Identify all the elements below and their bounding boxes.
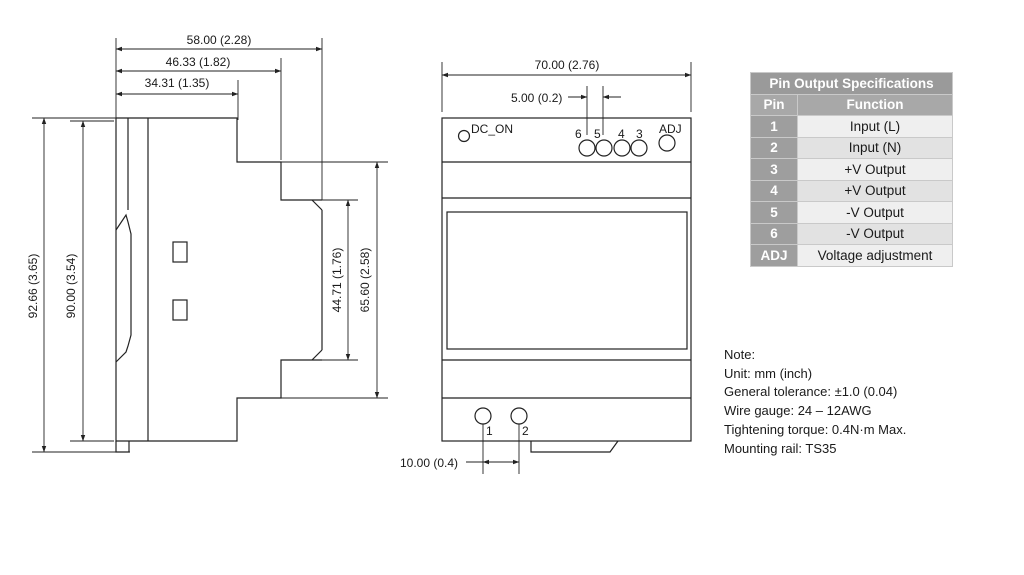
pin-output-table: Pin Output Specifications Pin Function 1… xyxy=(750,72,953,267)
function-cell: Input (L) xyxy=(797,115,953,138)
table-row: 3 +V Output xyxy=(750,158,953,181)
col-header-function: Function xyxy=(797,93,953,116)
side-view: 58.00 (2.28) 46.33 (1.82) 34.31 (1.35) 9… xyxy=(26,33,388,453)
table-row: 2 Input (N) xyxy=(750,136,953,159)
pin-cell: 5 xyxy=(750,201,798,224)
table-row: ADJ Voltage adjustment xyxy=(750,244,953,267)
pin-cell: 1 xyxy=(750,115,798,138)
table-row: 6 -V Output xyxy=(750,222,953,245)
notes-block: Note: Unit: mm (inch) General tolerance:… xyxy=(724,346,906,458)
note-line: General tolerance: ±1.0 (0.04) xyxy=(724,384,898,400)
dim-92: 92.66 (3.65) xyxy=(26,254,40,319)
dim-5: 5.00 (0.2) xyxy=(511,91,562,105)
table-title: Pin Output Specifications xyxy=(750,72,953,95)
pin-label-2: 2 xyxy=(522,424,529,438)
pin-label-5: 5 xyxy=(594,127,601,141)
function-cell: +V Output xyxy=(797,179,953,202)
function-cell: +V Output xyxy=(797,158,953,181)
pin-label-3: 3 xyxy=(636,127,643,141)
pin-cell: 2 xyxy=(750,136,798,159)
note-heading: Note: xyxy=(724,347,756,362)
pin-cell: ADJ xyxy=(750,244,798,267)
pin-label-6: 6 xyxy=(575,127,582,141)
pin-cell: 4 xyxy=(750,179,798,202)
table-row: 4 +V Output xyxy=(750,179,953,202)
dim-65: 65.60 (2.58) xyxy=(358,248,372,313)
function-cell: Voltage adjustment xyxy=(797,244,953,267)
table-row: 5 -V Output xyxy=(750,201,953,224)
front-view: 70.00 (2.76) 5.00 (0.2) DC_ON 6 5 4 3 AD… xyxy=(400,58,692,474)
note-line: Tightening torque: 0.4N·m Max. xyxy=(724,421,907,437)
dim-34: 34.31 (1.35) xyxy=(145,76,210,90)
dim-10: 10.00 (0.4) xyxy=(400,456,458,470)
note-line: Mounting rail: TS35 xyxy=(724,440,837,456)
note-line: Unit: mm (inch) xyxy=(724,365,813,381)
function-cell: -V Output xyxy=(797,222,953,245)
dim-70: 70.00 (2.76) xyxy=(535,58,600,72)
dc-on-label: DC_ON xyxy=(471,122,513,136)
pin-label-4: 4 xyxy=(618,127,625,141)
pin-cell: 3 xyxy=(750,158,798,181)
function-cell: -V Output xyxy=(797,201,953,224)
pin-cell: 6 xyxy=(750,222,798,245)
dim-46: 46.33 (1.82) xyxy=(166,55,231,69)
dim-90: 90.00 (3.54) xyxy=(64,254,78,319)
pin-label-1: 1 xyxy=(486,424,493,438)
note-line: Wire gauge: 24 – 12AWG xyxy=(724,403,872,419)
adj-label: ADJ xyxy=(659,122,682,136)
dim-44: 44.71 (1.76) xyxy=(330,248,344,313)
dim-58: 58.00 (2.28) xyxy=(187,33,252,47)
col-header-pin: Pin xyxy=(750,93,798,116)
function-cell: Input (N) xyxy=(797,136,953,159)
table-row: 1 Input (L) xyxy=(750,115,953,138)
